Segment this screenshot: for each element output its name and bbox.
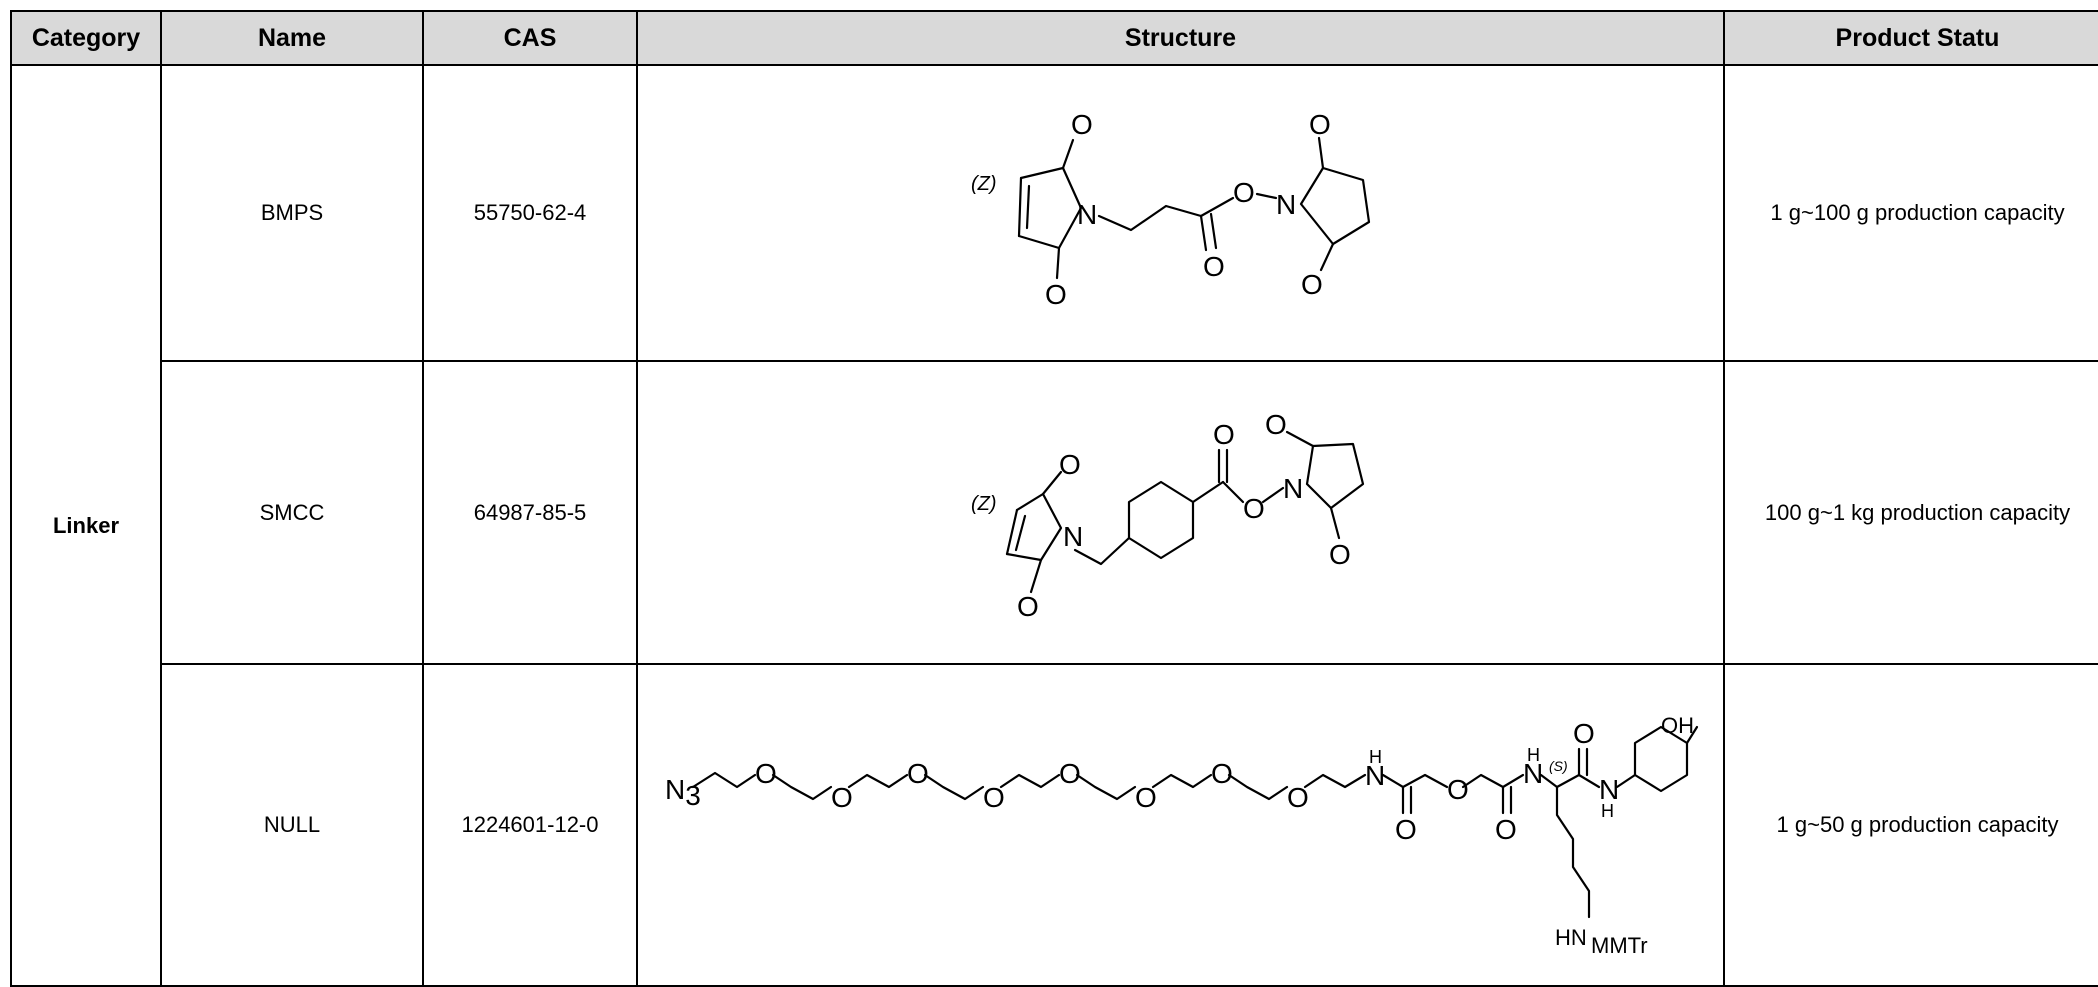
- atom-o-label: O: [1395, 814, 1417, 845]
- atom-o-label: O: [1135, 782, 1157, 813]
- atom-o-label: O: [831, 782, 853, 813]
- header-name: Name: [160, 10, 424, 66]
- header-category: Category: [10, 10, 162, 66]
- azide-label: N3: [665, 774, 701, 811]
- atom-n-label: N: [1523, 758, 1543, 789]
- table-row: Linker BMPS 55750-62-4: [10, 64, 2098, 987]
- table-row: SMCC 64987-85-5: [11, 360, 2098, 665]
- name-cell: SMCC: [160, 360, 424, 665]
- atom-n-label: N: [1063, 521, 1083, 552]
- atom-n-label: N: [1283, 473, 1303, 504]
- atom-o-label: O: [1243, 493, 1265, 524]
- structure-cell: (Z) O N O O O N O O: [636, 360, 1725, 665]
- atom-n-label: N: [1599, 774, 1619, 805]
- atom-o-label: O: [755, 758, 777, 789]
- structure-cell: (Z) O N O O O N O O: [636, 64, 1725, 362]
- cas-cell: 64987-85-5: [422, 360, 638, 665]
- atom-o-label: O: [1301, 269, 1323, 300]
- atom-h-label: H: [1369, 747, 1382, 767]
- smcc-structure-diagram: (Z) O N O O O N O O: [971, 409, 1364, 622]
- header-structure: Structure: [636, 10, 1725, 66]
- structure-cell: N3 O O O O O O O O N H O O O N H (S): [636, 663, 1725, 987]
- name-cell: NULL: [160, 663, 424, 987]
- category-cell: Linker: [10, 64, 162, 987]
- stereo-z-label: (Z): [971, 493, 997, 515]
- atom-o-label: O: [1447, 774, 1469, 805]
- atom-o-label: O: [1233, 177, 1255, 208]
- stereo-s-label: (S): [1549, 758, 1568, 774]
- cas-cell: 1224601-12-0: [422, 663, 638, 987]
- mmtr-label: MMTr: [1591, 933, 1648, 955]
- atom-o-label: O: [1059, 449, 1081, 480]
- atom-o-label: O: [1203, 251, 1225, 282]
- status-cell: 100 g~1 kg production capacity: [1723, 360, 2098, 665]
- atom-h-label: H: [1527, 745, 1540, 765]
- atom-n-label: N: [1365, 760, 1385, 791]
- amine-label: HN: [1555, 925, 1587, 950]
- name-cell: BMPS: [160, 64, 424, 362]
- atom-o-label: O: [1017, 591, 1039, 622]
- atom-o-label: O: [1495, 814, 1517, 845]
- atom-o-label: O: [1059, 758, 1081, 789]
- atom-o-label: O: [1573, 718, 1595, 749]
- header-cas: CAS: [422, 10, 638, 66]
- atom-o-label: O: [1265, 409, 1287, 440]
- atom-o-label: O: [1211, 758, 1233, 789]
- status-cell: 1 g~50 g production capacity: [1723, 663, 2098, 987]
- azido-peg-linker-structure-diagram: N3 O O O O O O O O N H O O O N H (S): [665, 713, 1698, 955]
- hydroxyl-label: OH: [1661, 713, 1694, 738]
- atom-o-label: O: [1329, 539, 1351, 570]
- cas-cell: 55750-62-4: [422, 64, 638, 362]
- status-cell: 1 g~100 g production capacity: [1723, 64, 2098, 362]
- table-row: NULL 1224601-12-0: [11, 663, 2098, 987]
- atom-o-label: O: [1213, 419, 1235, 450]
- atom-h-label: H: [1601, 801, 1614, 821]
- atom-o-label: O: [1045, 279, 1067, 310]
- linker-product-table: Category Name CAS Structure Product Stat…: [10, 10, 2098, 987]
- atom-o-label: O: [907, 758, 929, 789]
- atom-o-label: O: [983, 782, 1005, 813]
- bmps-structure-diagram: (Z) O N O O O N O O: [971, 109, 1370, 310]
- header-status: Product Statu: [1723, 10, 2098, 66]
- atom-o-label: O: [1071, 109, 1093, 140]
- atom-o-label: O: [1287, 782, 1309, 813]
- header-row: Category Name CAS Structure Product Stat…: [10, 10, 2098, 66]
- atom-o-label: O: [1309, 109, 1331, 140]
- atom-n-label: N: [1276, 189, 1296, 220]
- stereo-z-label: (Z): [971, 173, 997, 195]
- atom-n-label: N: [1077, 199, 1097, 230]
